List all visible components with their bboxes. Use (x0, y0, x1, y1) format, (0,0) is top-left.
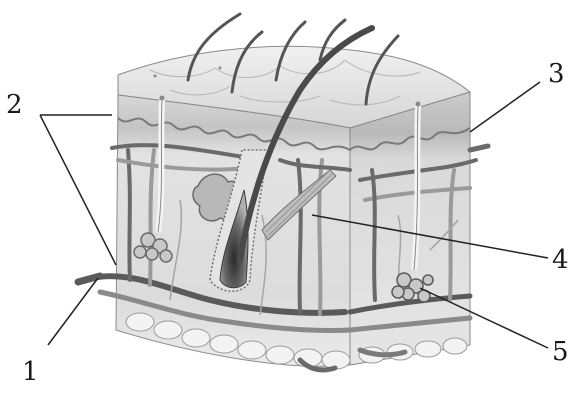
label-3: 3 (548, 59, 565, 89)
label-5: 5 (552, 337, 569, 367)
vessel-cut-end-right (470, 146, 488, 150)
label-1: 1 (22, 357, 39, 387)
label-2: 2 (6, 90, 23, 120)
leader-3 (470, 82, 540, 132)
leader-1 (48, 278, 98, 345)
leader-2b (40, 115, 116, 265)
vessel-vertical-1 (128, 150, 130, 280)
label-4: 4 (552, 245, 569, 275)
